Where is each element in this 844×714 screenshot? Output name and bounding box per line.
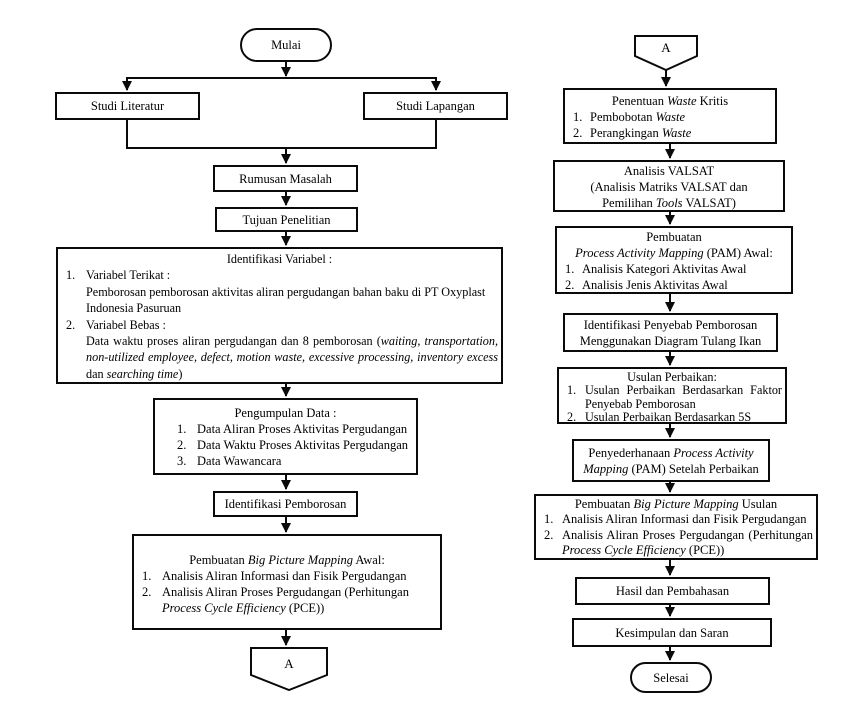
list-item: 1. Analisis Kategori Aktivitas Awal [565, 262, 747, 276]
box-title: Pembuatan Big Picture Mapping Awal: [189, 553, 385, 567]
process-box-hasil-pembahasan: Hasil dan Pembahasan [575, 577, 770, 605]
end-label: Selesai [653, 670, 689, 685]
box-line: Pembuatan [646, 230, 702, 244]
list-item-body: Data waktu proses aliran pergudangan dan… [86, 334, 499, 381]
process-box-penentuan-waste-kritis: Penentuan Waste Kritis 1. Pembobotan Was… [563, 88, 777, 144]
list-item: 1. Data Aliran Proses Aktivitas Pergudan… [177, 422, 408, 436]
process-box-rumusan-masalah: Rumusan Masalah [213, 165, 358, 192]
box-title: Identifikasi Variabel : [226, 252, 333, 266]
process-box-identifikasi-penyebab: Identifikasi Penyebab Pemborosan Menggun… [563, 313, 778, 352]
list-item-body: Pemborosan pemborosan aktivitas aliran p… [86, 284, 486, 316]
list-item: 1. Analisis Aliran Informasi dan Fisik P… [142, 569, 407, 583]
list-item: 2. Perangkingan Waste [573, 126, 692, 140]
box-line: Penyederhanaan Process Activity [588, 446, 754, 460]
process-box-kesimpulan-saran: Kesimpulan dan Saran [572, 618, 772, 647]
box-line: Mapping (PAM) Setelah Perbaikan [583, 462, 759, 476]
box-line: Process Activity Mapping (PAM) Awal: [575, 246, 773, 260]
start-label: Mulai [271, 38, 301, 52]
process-label: Studi Lapangan [396, 99, 475, 113]
list-item: 3. Data Wawancara [177, 454, 282, 468]
process-label: Kesimpulan dan Saran [615, 625, 729, 640]
start-terminator: Mulai [240, 28, 332, 62]
process-box-identifikasi-pemborosan: Identifikasi Pemborosan [213, 491, 358, 517]
list-item-head: Variabel Bebas : [86, 317, 166, 332]
process-box-pengumpulan-data: Pengumpulan Data : 1. Data Aliran Proses… [153, 398, 418, 475]
box-line: Identifikasi Penyebab Pemborosan [583, 318, 758, 332]
end-terminator: Selesai [630, 662, 712, 693]
box-line: Menggunakan Diagram Tulang Ikan [579, 334, 762, 348]
box-line: Analisis VALSAT [623, 164, 715, 178]
process-box-pembuatan-pam-awal: Pembuatan Process Activity Mapping (PAM)… [555, 226, 793, 294]
process-box-penyederhanaan-pam: Penyederhanaan Process Activity Mapping … [572, 439, 770, 482]
process-box-big-picture-mapping-usulan: Pembuatan Big Picture Mapping Usulan 1. … [534, 494, 818, 560]
process-box-usulan-perbaikan: Usulan Perbaikan: 1. Usulan Perbaikan Be… [557, 367, 787, 424]
list-item-head: Variabel Terikat : [86, 268, 171, 283]
offpage-connector-a-top: A [634, 35, 698, 71]
list-item: 2. Usulan Perbaikan Berdasarkan 5S [567, 410, 752, 425]
box-title: Penentuan Waste Kritis [611, 94, 729, 108]
list-item: 2. Analisis Jenis Aktivitas Awal [565, 278, 728, 292]
connector-label: A [284, 656, 294, 671]
process-box-big-picture-mapping-awal: Pembuatan Big Picture Mapping Awal: 1. A… [132, 534, 442, 630]
list-item: 1. Variabel Terikat : Pemborosan pemboro… [58, 267, 501, 316]
pentagon-shape [634, 35, 698, 71]
box-title: Pembuatan Big Picture Mapping Usulan [574, 497, 778, 511]
process-box-analisis-valsat: Analisis VALSAT (Analisis Matriks VALSAT… [553, 160, 785, 212]
list-item: 2. Analisis Aliran Proses Pergudangan (P… [142, 585, 409, 615]
list-item: 2. Analisis Aliran Proses Pergudangan (P… [544, 527, 813, 557]
process-label: Rumusan Masalah [239, 171, 332, 186]
left-column-connectors [122, 62, 441, 646]
list-item: 1. Usulan Perbaikan Berdasarkan Faktor P… [567, 383, 782, 411]
list-item: 1. Analisis Aliran Informasi dan Fisik P… [544, 512, 807, 527]
process-label: Studi Literatur [90, 99, 165, 113]
process-box-identifikasi-variabel: Identifikasi Variabel : 1. Variabel Teri… [56, 247, 503, 384]
process-box-studi-literatur: Studi Literatur [55, 92, 200, 120]
box-title: Pengumpulan Data : [234, 406, 337, 420]
offpage-connector-a-bottom: A [250, 647, 328, 691]
box-line: Pemilihan Tools VALSAT) [602, 196, 736, 210]
process-label: Hasil dan Pembahasan [615, 584, 730, 598]
process-box-tujuan-penelitian: Tujuan Penelitian [215, 207, 358, 232]
process-label: Identifikasi Pemborosan [224, 497, 347, 511]
list-item: 2. Variabel Bebas : Data waktu proses al… [66, 317, 499, 381]
box-title: Usulan Perbaikan: [627, 370, 717, 384]
process-label: Tujuan Penelitian [242, 212, 331, 227]
process-box-studi-lapangan: Studi Lapangan [363, 92, 508, 120]
pentagon-shape [250, 647, 328, 691]
list-item: 1. Pembobotan Waste [573, 110, 686, 124]
connector-label: A [661, 40, 671, 55]
list-item: 2. Data Waktu Proses Aktivitas Pergudang… [177, 438, 409, 452]
box-line: (Analisis Matriks VALSAT dan [590, 180, 748, 194]
right-column-connectors [661, 70, 675, 661]
